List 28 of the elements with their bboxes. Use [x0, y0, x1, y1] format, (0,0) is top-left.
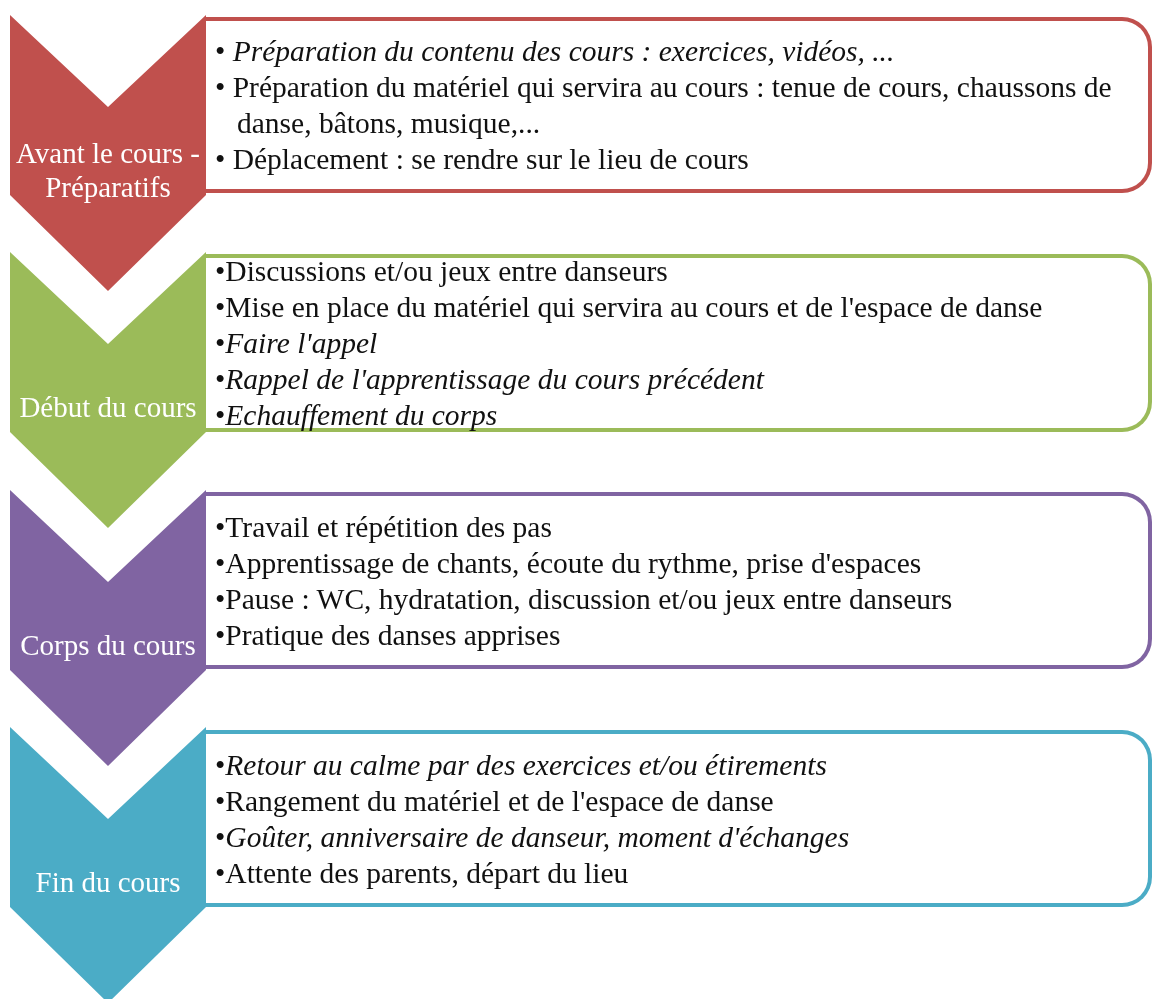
text-panel: [206, 254, 1152, 432]
bullet-item: • Préparation du matériel qui servira au cours : tenue de cours, chaussons de danse, bâtons, musique,...: [215, 70, 1113, 141]
text-panel: [206, 730, 1152, 907]
step-label: Corps du cours: [20, 628, 196, 662]
bullet-item: •Faire l'appel: [215, 326, 379, 361]
step-label: Début du cours: [19, 390, 197, 424]
bullet-item: •Echauffement du corps: [215, 398, 499, 433]
bullet-item: •Mise en place du matériel qui servira au cours et de l'espace de danse: [215, 290, 1044, 325]
bullet-item: • Préparation du contenu des cours : exercices, vidéos, ...: [215, 34, 896, 69]
bullet-item: •Rangement du matériel et de l'espace de danse: [215, 783, 775, 819]
chevron-shape: [10, 15, 206, 291]
chevron-shape: [10, 727, 206, 999]
bullet-item: •Apprentissage de chants, écoute du rythme, prise d'espaces: [215, 545, 923, 581]
step-label: Avant le cours - Préparatifs: [15, 136, 201, 204]
bullet-item: •Travail et répétition des pas: [215, 509, 553, 545]
bullet-item: •Goûter, anniversaire de danseur, moment d'échanges: [215, 819, 851, 855]
bullet-item: •Rappel de l'apprentissage du cours précédent: [215, 362, 766, 397]
bullet-item: •Attente des parents, départ du lieu: [215, 855, 630, 891]
step-label: Fin du cours: [35, 865, 181, 899]
text-panel: [206, 17, 1152, 193]
bullet-item: •Pratique des danses apprises: [215, 617, 562, 653]
chevron-shape: [10, 252, 206, 528]
chevron-shape: [10, 490, 206, 766]
bullet-item: •Retour au calme par des exercices et/ou étirements: [215, 747, 828, 783]
text-panel: [206, 492, 1152, 669]
bullet-item: • Déplacement : se rendre sur le lieu de cours: [215, 142, 750, 177]
bullet-item: •Discussions et/ou jeux entre danseurs: [215, 254, 669, 289]
bullet-item: •Pause : WC, hydratation, discussion et/ou jeux entre danseurs: [215, 581, 954, 617]
